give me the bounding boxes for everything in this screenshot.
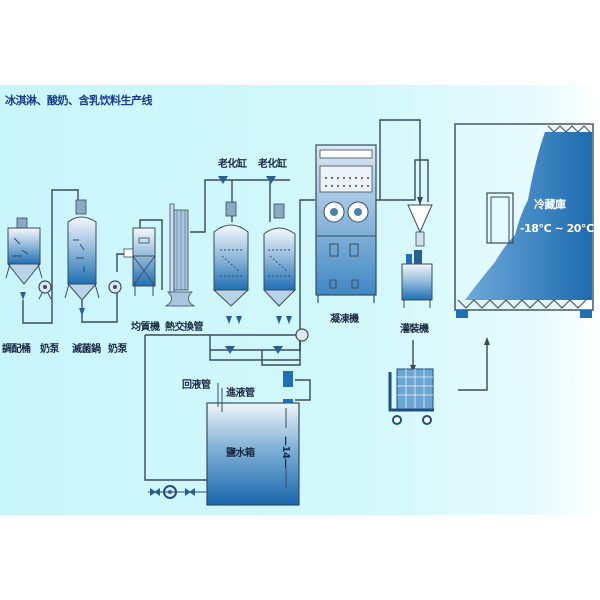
brine-tank-marker: —14— <box>280 436 291 468</box>
label-aging-tank-1: 老化缸 <box>218 159 247 170</box>
milk-pump-1-shape <box>38 280 52 300</box>
label-mixing-tank: 調配桶 <box>2 344 31 355</box>
label-milk-pump-1: 奶泵 <box>40 344 60 355</box>
label-inlet-pipe: 進液管 <box>226 388 255 399</box>
homogenizer-shape <box>132 227 156 296</box>
diagram-title: 冰淇淋、酸奶、含乳饮料生产线 <box>5 94 153 107</box>
label-sterilizer: 滅菌鍋 <box>72 344 101 355</box>
filling-machine-shape <box>401 204 433 308</box>
label-homogenizer: 均質機 <box>131 322 160 333</box>
label-brine-tank: 鹽水箱 <box>226 448 255 459</box>
aging-tank-1-shape <box>212 201 250 324</box>
heat-exchanger-shape <box>164 203 196 307</box>
label-milk-pump-2: 奶泵 <box>108 344 128 355</box>
milk-pump-2-shape <box>108 248 135 294</box>
label-heat-exchanger: 熱交換管 <box>165 322 204 333</box>
sterilizer-shape <box>64 199 100 316</box>
label-filling-machine: 灌裝機 <box>400 324 429 335</box>
cart-shape <box>388 368 434 425</box>
aging-tank-2-shape <box>262 203 297 324</box>
label-cold-storage: 冷藏庫 <box>534 198 566 211</box>
freezer-shape <box>315 144 377 303</box>
label-aging-tank-2: 老化缸 <box>258 159 287 170</box>
cold-storage-shape <box>454 123 594 318</box>
label-freezer: 凝凍機 <box>330 314 359 325</box>
label-cold-storage-temp: -18℃ ~ 20℃ <box>520 222 594 235</box>
label-return-pipe: 回液管 <box>182 380 211 391</box>
brine-tank-shape <box>148 371 300 506</box>
mixing-tank-shape <box>5 217 43 300</box>
